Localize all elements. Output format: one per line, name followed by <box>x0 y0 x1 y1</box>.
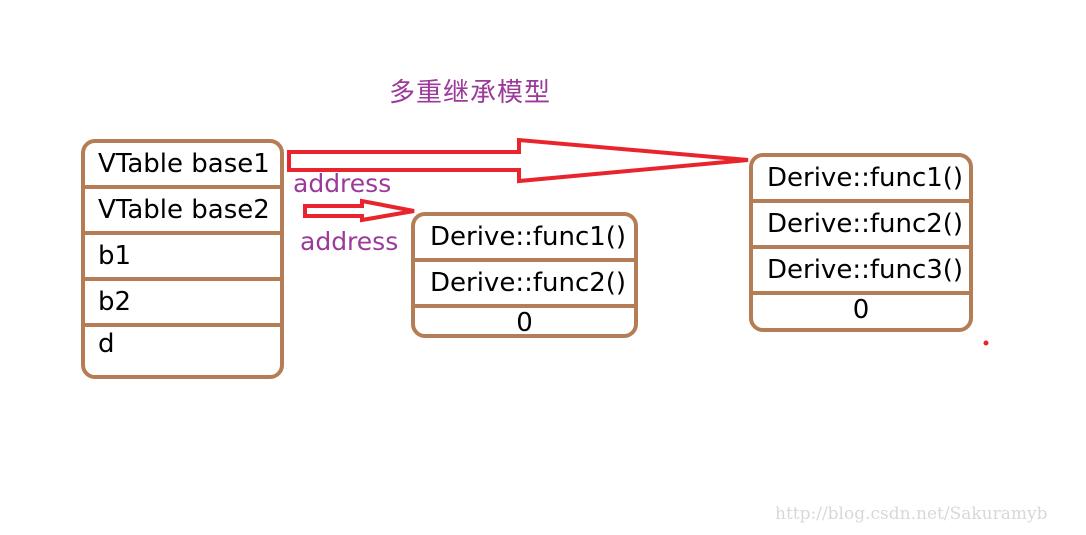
object-layout-box: VTable base1 VTable base2 b1 b2 d <box>81 139 284 379</box>
vtable2-row-func2: Derive::func2() <box>415 262 634 308</box>
address-label-base2: address <box>300 227 399 256</box>
red-dot <box>983 340 989 346</box>
row-b2: b2 <box>85 281 280 327</box>
row-vtable-base1: VTable base1 <box>85 143 280 189</box>
address-label-base1: address <box>293 169 392 198</box>
diagram-title: 多重继承模型 <box>389 78 552 108</box>
vtable1-row-terminator: 0 <box>852 295 870 325</box>
arrow-base1-to-vtable <box>287 137 749 184</box>
vtable1-row-func3: Derive::func3() <box>753 249 969 295</box>
row-b1: b1 <box>85 235 280 281</box>
vtable1-row-func2: Derive::func2() <box>753 203 969 249</box>
vtable-base1-box: Derive::func1() Derive::func2() Derive::… <box>749 153 973 332</box>
row-vtable-base2: VTable base2 <box>85 189 280 235</box>
arrow-base2-to-vtable <box>303 198 415 223</box>
vtable1-row-func1: Derive::func1() <box>753 157 969 203</box>
watermark: http://blog.csdn.net/Sakuramyb <box>775 504 1048 524</box>
row-d: d <box>98 329 115 359</box>
vtable2-row-func1: Derive::func1() <box>415 216 634 262</box>
vtable-base2-box: Derive::func1() Derive::func2() 0 <box>411 212 638 338</box>
vtable2-row-terminator: 0 <box>516 307 533 338</box>
